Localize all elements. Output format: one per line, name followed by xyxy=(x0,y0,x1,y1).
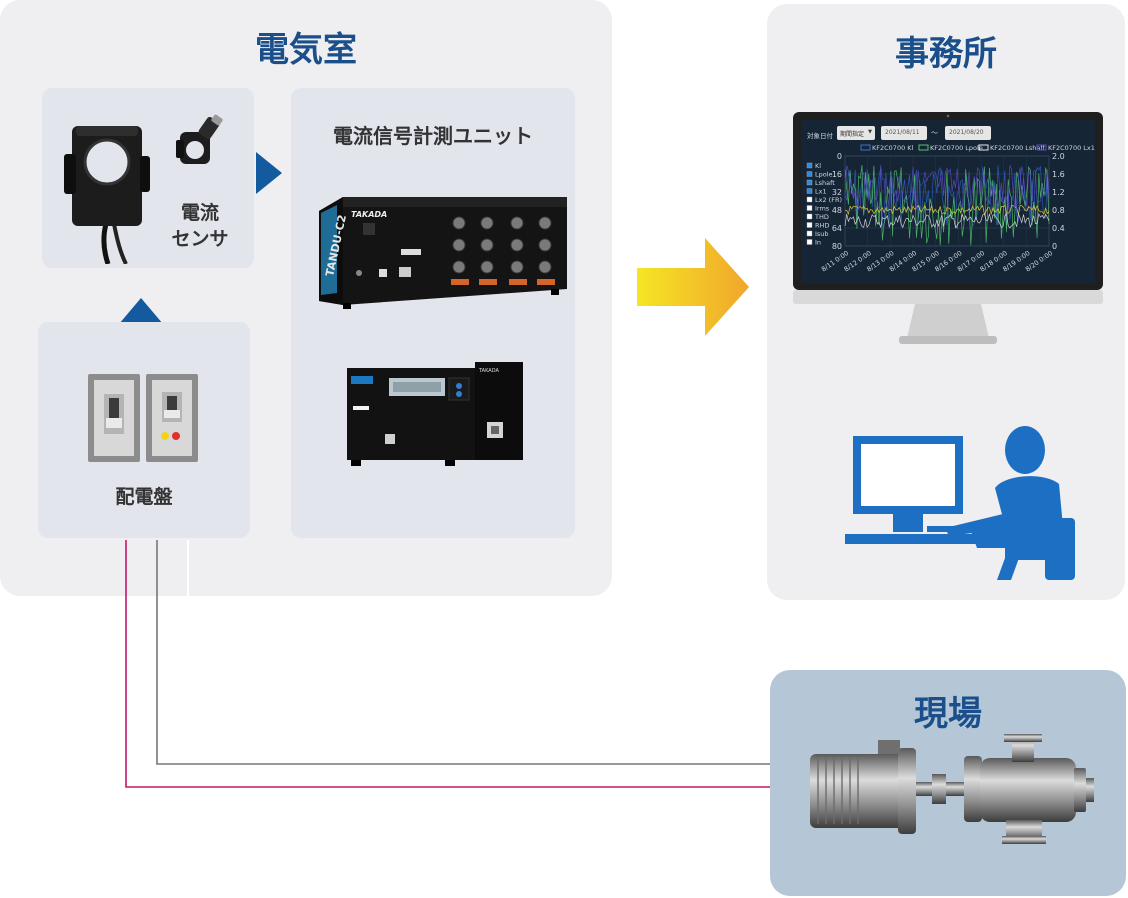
series-checkbox-label: In xyxy=(815,239,821,247)
series-checkbox xyxy=(806,188,813,194)
series-checkbox-label: RHD xyxy=(815,222,829,230)
legend-label: KF2C0700 Kl xyxy=(872,144,914,152)
motor-pump-icon xyxy=(810,734,1094,844)
period-select[interactable]: 期間指定 ▼ xyxy=(837,126,875,140)
legend-swatch xyxy=(1036,144,1047,151)
series-checkbox xyxy=(806,171,813,177)
panelboard-card: 配電盤 xyxy=(38,322,250,538)
series-checkbox-label: THD xyxy=(814,213,829,221)
series-line xyxy=(844,165,1050,246)
sensor-label-line1: 電流 xyxy=(180,202,219,224)
site-title: 現場 xyxy=(914,694,982,734)
left-tick-label: 80 xyxy=(832,242,842,251)
data-flow-arrow-icon xyxy=(637,238,749,336)
left-tick-label: 64 xyxy=(832,224,842,233)
series-line xyxy=(844,165,1050,228)
legend-swatch xyxy=(860,144,871,151)
legend-swatch xyxy=(978,144,989,151)
measurement-unit-device-1: TANDU-C2 TAKADA xyxy=(319,197,567,309)
legend-label: KF2C0700 Lshaft xyxy=(990,144,1046,152)
measurement-unit-card: 電流信号計測ユニット TANDU-C2 TAKADA xyxy=(291,88,575,538)
electrical-room-panel: 電気室 電流 センサ xyxy=(0,0,612,596)
series-checkbox-label: Lpole xyxy=(815,171,833,179)
unit-brand-text: TAKADA xyxy=(351,210,387,219)
monitor: 対象日付 期間指定 ▼ 2021/08/11 〜 2021/08/20 KF2C… xyxy=(793,112,1103,344)
date-to-input[interactable]: 2021/08/20 xyxy=(945,126,991,140)
sensor-label: 電流 センサ xyxy=(160,200,240,252)
series-checkbox xyxy=(806,239,813,245)
left-tick-label: 48 xyxy=(832,206,842,215)
series-checkbox xyxy=(806,230,813,237)
period-select-value: 期間指定 xyxy=(840,131,865,138)
wire-magenta xyxy=(125,540,770,788)
series-checkbox-label: Lx1 xyxy=(815,188,827,196)
plot-area xyxy=(844,155,1050,247)
series-checkbox-label: Lx2 (FR) xyxy=(815,196,842,204)
series-line xyxy=(844,165,1050,210)
arrow-up-icon xyxy=(119,298,163,324)
chevron-down-icon: ▼ xyxy=(868,129,872,135)
office-title: 事務所 xyxy=(895,34,997,74)
series-checkbox xyxy=(806,213,813,220)
left-tick-label: 16 xyxy=(832,170,842,179)
monitor-screen: 対象日付 期間指定 ▼ 2021/08/11 〜 2021/08/20 KF2C… xyxy=(801,120,1095,284)
date-separator: 〜 xyxy=(931,129,938,137)
operator-at-computer-icon xyxy=(845,426,1075,580)
sensor-label-line2: センサ xyxy=(171,228,229,250)
measurement-unit-device-2: TAKADA xyxy=(347,362,523,466)
monitor-chart: KF2C0700 Kl KF2C0700 Lpole KF2C0700 Lshaft… xyxy=(806,144,1095,274)
right-tick-label: 0.4 xyxy=(1052,224,1065,233)
series-checkbox-label: Irms xyxy=(815,205,830,213)
series-checkbox xyxy=(806,222,813,228)
panelboard-breaker-icon xyxy=(88,374,198,462)
date-from-input[interactable]: 2021/08/11 xyxy=(881,126,927,140)
series-checkbox-label: Kl xyxy=(815,162,821,170)
wire-gray xyxy=(156,540,770,765)
series-line xyxy=(844,212,1050,229)
date-filter-label: 対象日付 xyxy=(807,132,833,140)
series-checkbox xyxy=(806,205,813,211)
legend-label: KF2C0700 Lpole xyxy=(930,144,983,152)
right-tick-label: 1.2 xyxy=(1052,188,1065,197)
right-tick-label: 1.6 xyxy=(1052,170,1065,179)
right-tick-label: 0.8 xyxy=(1052,206,1065,215)
right-tick-label: 0 xyxy=(1052,242,1057,251)
series-checkbox xyxy=(806,196,813,203)
arrow-right-icon xyxy=(256,152,282,194)
electrical-room-title: 電気室 xyxy=(255,30,357,70)
office-panel: 事務所 対象日付 期間指定 ▼ 2021/08/11 〜 2021/08/20 … xyxy=(767,4,1125,600)
current-sensor-card: 電流 センサ xyxy=(42,88,254,268)
clamp-sensor-small-icon xyxy=(176,114,223,164)
series-checkbox-label: Isub xyxy=(815,230,829,238)
right-tick-label: 2.0 xyxy=(1052,152,1065,161)
panelboard-label: 配電盤 xyxy=(115,486,173,508)
left-tick-label: 32 xyxy=(832,188,842,197)
measurement-unit-title: 電流信号計測ユニット xyxy=(333,124,533,148)
legend-swatch xyxy=(918,144,929,151)
series-checkbox xyxy=(806,179,813,186)
site-panel: 現場 xyxy=(770,670,1126,896)
unit2-brand-text: TAKADA xyxy=(478,368,499,374)
clamp-sensor-large-icon xyxy=(64,126,150,264)
series-checkbox-label: Lshaft xyxy=(815,179,835,187)
series-checkbox xyxy=(806,162,813,169)
wire-white-segment xyxy=(187,540,189,596)
legend-label: KF2C0700 Lx1 xyxy=(1048,144,1095,152)
left-tick-label: 0 xyxy=(837,152,842,161)
